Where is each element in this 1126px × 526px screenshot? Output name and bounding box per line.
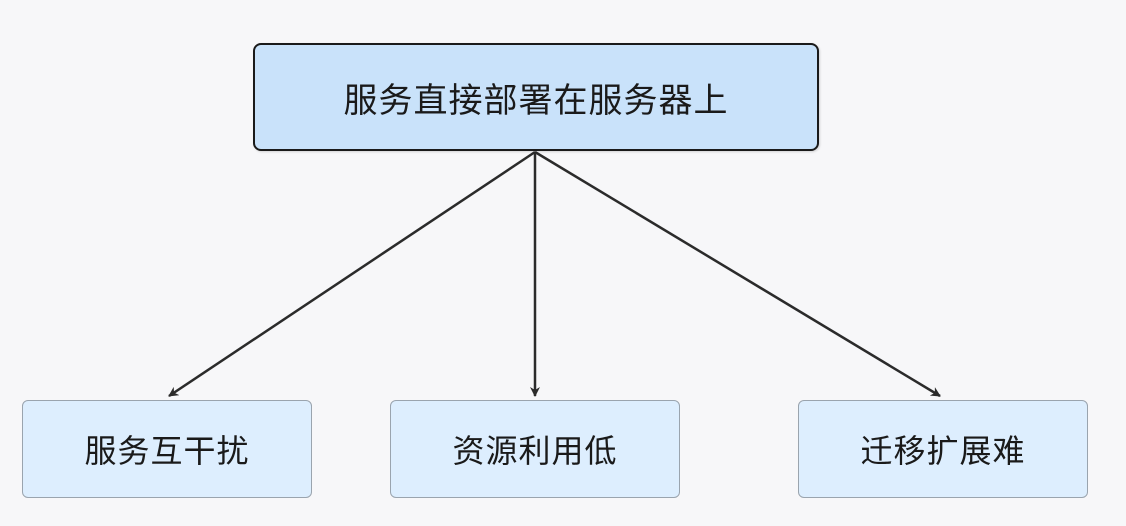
root-node: 服务直接部署在服务器上 [253, 43, 819, 151]
child-node-hard-migration: 迁移扩展难 [798, 400, 1088, 498]
arrow-to-hard-migration [534, 150, 941, 398]
root-node-label: 服务直接部署在服务器上 [343, 80, 729, 121]
arrow-to-interference [168, 150, 536, 398]
child-node-label: 资源利用低 [452, 432, 618, 470]
child-node-low-utilization: 资源利用低 [390, 400, 680, 498]
child-node-interference: 服务互干扰 [22, 400, 312, 498]
child-node-label: 迁移扩展难 [860, 432, 1026, 470]
child-node-label: 服务互干扰 [84, 432, 250, 470]
